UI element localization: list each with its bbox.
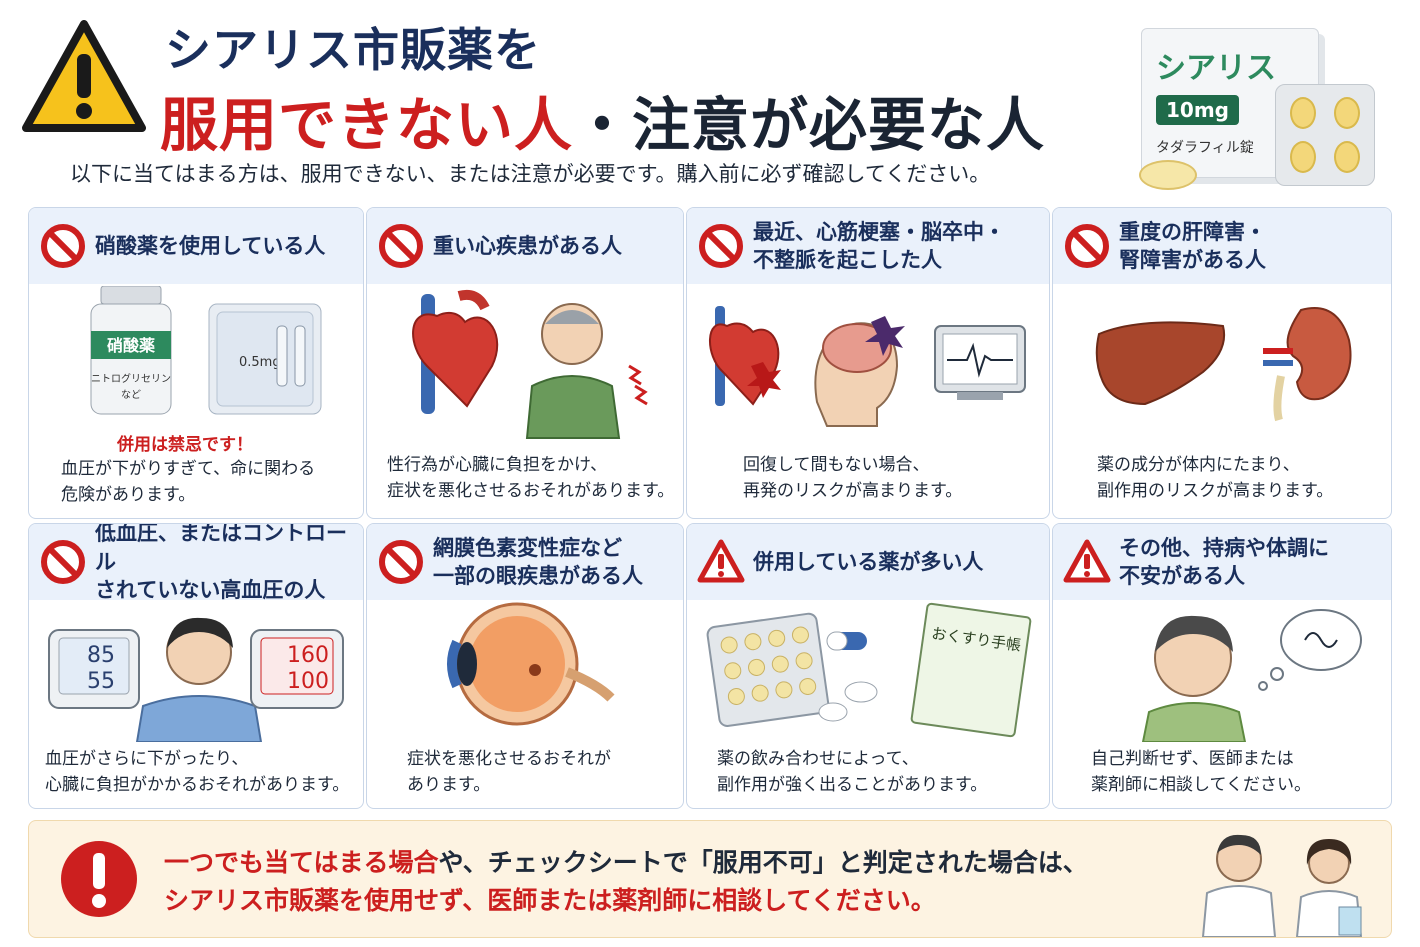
heart-brain-monitor-illustration (709, 306, 1026, 427)
banner-line2: シアリス市販薬を使用せず、医師または薬剤師に相談してください。 (164, 886, 936, 915)
card-blood-pressure: 低血圧、またはコントロールされていない高血圧の人 85 55 160 100 血… (28, 523, 364, 809)
bottle-sublabel: ニトログリセリン (91, 372, 171, 385)
prohibited-icon (41, 540, 85, 584)
card-heart-disease: 重い心疾患がある人 性行為が心臓に負担をかけ、 症状を悪化させるおそれがあります… (366, 207, 684, 519)
doctors-illustration (1201, 834, 1363, 937)
worried-man-illustration (1141, 609, 1362, 742)
title-dark-part: ・注意が必要な人 (573, 91, 1046, 159)
prohibited-icon (41, 224, 85, 268)
nitrate-medicine-illustration: 硝酸薬 ニトログリセリン など 0.5mg (90, 286, 322, 415)
blister-pack (1275, 84, 1375, 186)
card-title: 重い心疾患がある人 (433, 233, 622, 258)
banner-line1: 一つでも当てはまる場合や、チェックシートで「服用不可」と判定された場合は、 (164, 848, 1088, 877)
card-description: 血圧が下がりすぎて、命に関わる 危険があります。 (61, 459, 316, 506)
bottle-label: 硝酸薬 (107, 336, 156, 355)
consultation-banner: 一つでも当てはまる場合や、チェックシートで「服用不可」と判定された場合は、 シア… (28, 820, 1392, 938)
card-title: 併用している薬が多い人 (753, 549, 984, 574)
card-nitrates: 硝酸薬を使用している人 硝酸薬 ニトログリセリン など 0.5mg 併用は禁忌で… (28, 207, 364, 519)
pill-icon (1334, 97, 1360, 129)
card-recent-events: 最近、心筋梗塞・脳卒中・不整脈を起こした人 回復して間もない場合、 再発のリスク… (686, 207, 1050, 519)
heart-patient-illustration (412, 289, 648, 439)
contraindication-alert: 併用は禁忌です！ (117, 435, 253, 455)
card-header (687, 524, 1049, 600)
bp-high-systolic: 160 (287, 643, 329, 668)
card-description: 血圧がさらに下がったり、 心臓に負担がかかるおそれがあります。 (45, 749, 350, 796)
card-other-conditions: その他、持病や体調に不安がある人 自己判断せず、医師または 薬剤師に相談してくだ… (1052, 523, 1392, 809)
pill-icon (1290, 97, 1316, 129)
warning-icon (1063, 539, 1111, 583)
prohibited-icon (699, 224, 743, 268)
card-description: 回復して間もない場合、 再発のリスクが高まります。 (743, 455, 963, 502)
card-title: 低血圧、またはコントロールされていない高血圧の人 (95, 523, 347, 603)
card-many-medicines: 併用している薬が多い人 おくすり手帳 薬の飲み合わせによって、 副作用が強く出る… (686, 523, 1050, 809)
medicines-notebook-illustration: おくすり手帳 (706, 602, 1032, 738)
exclamation-icon (61, 841, 137, 917)
prohibited-icon (1065, 224, 1109, 268)
warning-triangle-icon (22, 20, 146, 132)
prohibited-icon (379, 224, 423, 268)
title-red-part: 服用できない人 (160, 91, 574, 159)
bp-high-diastolic: 100 (287, 669, 329, 694)
product-generic-name: タダラフィル錠 (1156, 140, 1254, 156)
pill-icon (1334, 141, 1360, 173)
liver-kidney-illustration (1095, 307, 1352, 422)
tablet-icon (1139, 160, 1197, 190)
card-description: 症状を悪化させるおそれが あります。 (407, 749, 611, 796)
card-title: 重度の肝障害・腎障害がある人 (1119, 219, 1266, 272)
card-liver-kidney: 重度の肝障害・腎障害がある人 薬の成分が体内にたまり、 副作用のリスクが高まりま… (1052, 207, 1392, 519)
pill-icon (1290, 141, 1316, 173)
product-name: シアリス (1156, 51, 1276, 86)
card-description: 薬の飲み合わせによって、 副作用が強く出ることがあります。 (717, 749, 988, 796)
card-title: 最近、心筋梗塞・脳卒中・不整脈を起こした人 (753, 219, 1005, 272)
card-title: 網膜色素変性症など一部の眼疾患がある人 (433, 535, 643, 588)
card-description: 薬の成分が体内にたまり、 副作用のリスクが高まります。 (1097, 455, 1334, 502)
card-title: その他、持病や体調に不安がある人 (1119, 535, 1329, 588)
bottle-sublabel2: など (121, 389, 141, 401)
card-header (1053, 208, 1391, 284)
bp-low-systolic: 85 (87, 643, 115, 668)
warning-icon (697, 539, 745, 583)
page-subtitle: 以下に当てはまる方は、服用できない、または注意が必要です。購入前に必ず確認してく… (70, 162, 991, 186)
card-eye-disease: 網膜色素変性症など一部の眼疾患がある人 症状を悪化させるおそれが あります。 (366, 523, 684, 809)
product-dose: 10mg (1156, 95, 1239, 125)
prohibited-icon (379, 540, 423, 584)
card-header (1053, 524, 1391, 600)
card-description: 自己判断せず、医師または 薬剤師に相談してください。 (1091, 749, 1311, 796)
bp-low-diastolic: 55 (87, 669, 115, 694)
card-description: 性行為が心臓に負担をかけ、 症状を悪化させるおそれがあります。 (387, 455, 675, 502)
page-title-line2: 服用できない人・注意が必要な人 (160, 78, 1045, 162)
product-package: シアリス 10mg タダラフィル錠 (1135, 18, 1405, 193)
eye-illustration (447, 602, 615, 726)
card-header (687, 208, 1049, 284)
page-title-line1: シアリス市販薬を (165, 23, 541, 77)
blood-pressure-illustration: 85 55 160 100 (48, 617, 344, 742)
ampoule-label: 0.5mg (239, 355, 281, 370)
card-title: 硝酸薬を使用している人 (95, 233, 326, 258)
